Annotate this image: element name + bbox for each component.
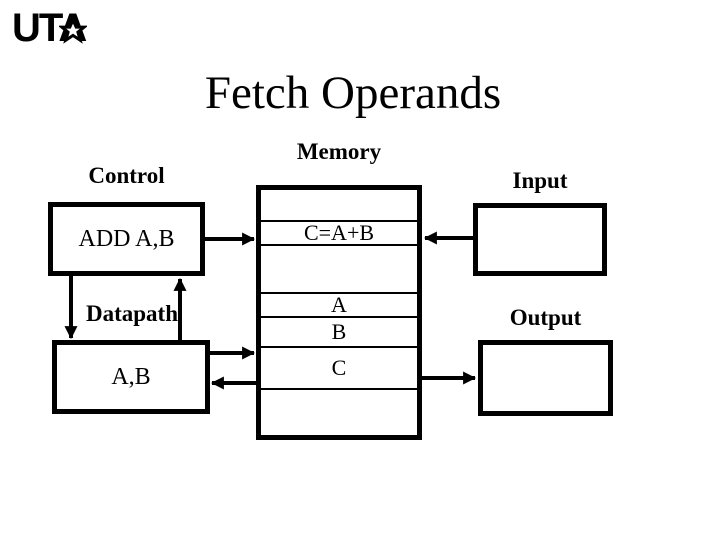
memory-row	[261, 190, 417, 222]
memory-row: C=A+B	[261, 222, 417, 246]
memory-row: A	[261, 294, 417, 318]
memory-cell-text: A	[331, 292, 347, 317]
datapath-box: A,B	[52, 340, 210, 414]
control-box: ADD A,B	[48, 202, 205, 276]
memory-cell-text: C	[331, 355, 347, 380]
control-box-text: ADD A,B	[78, 225, 175, 252]
memory-row: B	[261, 318, 417, 348]
memory-rows: C=A+B A B C	[261, 190, 417, 435]
input-label: Input	[512, 168, 568, 193]
uta-logo: UTA	[12, 8, 112, 50]
output-label: Output	[509, 305, 582, 330]
memory-label: Memory	[296, 139, 382, 164]
memory-row: C	[261, 348, 417, 390]
page-title: Fetch Operands	[204, 67, 502, 119]
memory-box	[256, 185, 422, 440]
star-icon	[59, 18, 87, 44]
output-box	[478, 340, 613, 416]
memory-row	[261, 390, 417, 435]
memory-cell-text: C=A+B	[303, 220, 375, 245]
datapath-label: Datapath	[86, 301, 179, 326]
memory-row	[261, 246, 417, 294]
control-label: Control	[88, 163, 165, 188]
memory-cell-text: B	[331, 319, 347, 344]
input-box	[473, 203, 607, 276]
datapath-box-text: A,B	[111, 363, 151, 390]
